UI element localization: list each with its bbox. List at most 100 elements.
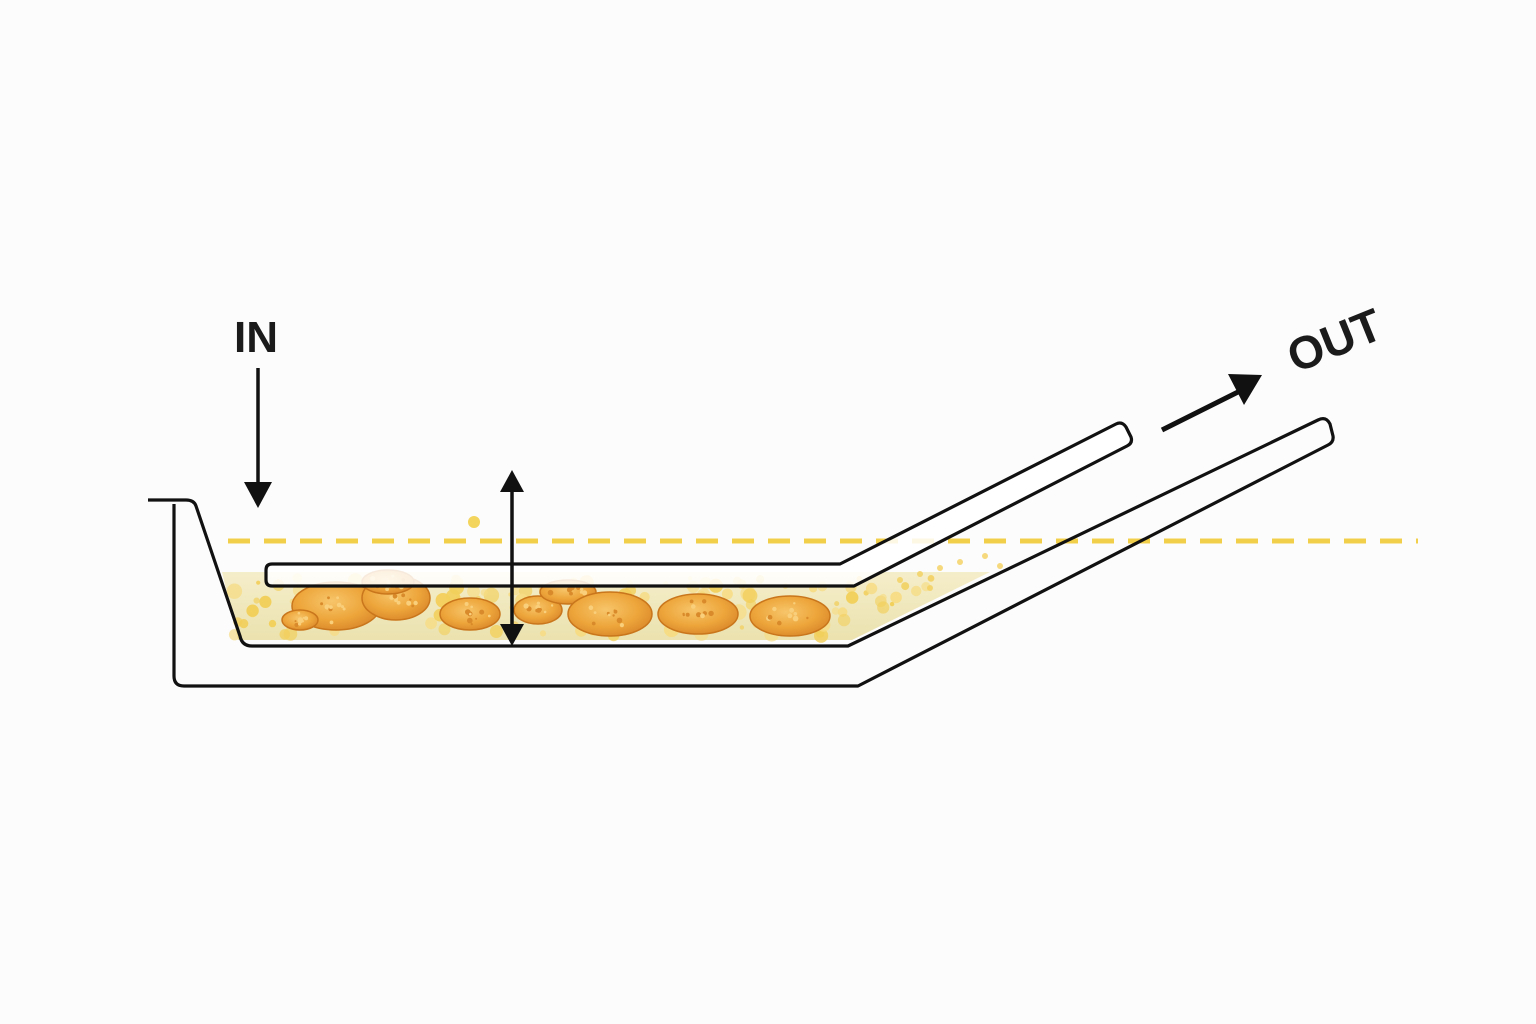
food-crumb (475, 617, 478, 620)
food-crumb (465, 609, 471, 615)
food-crumb (689, 599, 694, 604)
fryer-pan-outline (148, 417, 1335, 688)
food-crumb (470, 605, 474, 609)
food-crumb (394, 598, 398, 603)
food-crumb (685, 612, 690, 617)
food-crumb (702, 599, 707, 604)
oil-bubble (256, 580, 261, 585)
food-crumb (487, 614, 491, 618)
food-crumb (297, 617, 304, 623)
in-label: IN (234, 313, 278, 362)
food-crumb (767, 614, 773, 620)
food-crumb (467, 617, 473, 624)
food-crumb (547, 589, 554, 596)
food-crumb (588, 605, 594, 610)
food-crumb (406, 600, 412, 606)
food-crumb (304, 616, 309, 621)
oil-bubble (997, 563, 1003, 569)
food-crumb (582, 590, 588, 596)
food-crumb (464, 602, 469, 606)
food-crumb (550, 604, 554, 607)
food-crumb (789, 607, 794, 613)
oil-droplet (468, 516, 480, 528)
oil-bubble (927, 585, 933, 591)
food-crumb (479, 609, 485, 615)
oil-bubble (246, 604, 259, 617)
food-crumb (612, 614, 615, 617)
food-crumb (297, 611, 301, 615)
food-crumb (336, 602, 342, 608)
food-crumb (613, 609, 616, 612)
food-crumb (396, 600, 401, 605)
oil-bubble (890, 591, 902, 604)
oil-bubble (268, 619, 277, 628)
depth-arrowhead-top-icon (500, 470, 524, 492)
conveyor-belt (264, 421, 1134, 588)
in-arrowhead-icon (244, 482, 272, 508)
oil-bubble (539, 630, 547, 637)
food-crumb (469, 612, 472, 616)
food-crumb (792, 615, 799, 622)
oil-bubble (911, 585, 922, 597)
oil-bubble (837, 613, 851, 627)
food-crumb (700, 613, 705, 619)
food-crumb (682, 612, 685, 616)
food-crumb (329, 605, 333, 609)
food-crumb (523, 603, 529, 609)
oil-bubble (489, 625, 503, 638)
oil-bubble (834, 601, 840, 607)
food-crumb (327, 596, 330, 600)
oil-bubble (259, 595, 272, 609)
food-crumb (389, 595, 394, 600)
oil-bubble (879, 593, 887, 602)
oil-bubble (846, 591, 859, 604)
food-crumb (470, 623, 473, 626)
oil-bubble (480, 589, 488, 596)
oil-bubble (957, 559, 963, 565)
oil-bubble (877, 601, 890, 614)
oil-bubble (425, 617, 437, 630)
food-crumb (772, 606, 777, 612)
food-crumb (566, 587, 573, 593)
out-arrow-up-right-icon (1160, 389, 1240, 433)
food-crumb (708, 610, 714, 617)
oil-bubble (937, 565, 943, 571)
oil-bubble (226, 583, 243, 599)
oil-bubble (721, 588, 733, 600)
food-crumb (793, 612, 798, 616)
food-crumb (793, 602, 796, 605)
depth-arrowhead-bottom-icon (500, 624, 524, 646)
food-crumb (385, 587, 389, 592)
oil-bubble (831, 607, 840, 615)
food-crumb (329, 620, 334, 625)
food-crumb (294, 622, 299, 628)
food-crumb (342, 607, 346, 611)
food-crumb (413, 600, 418, 606)
oil-bubble (927, 575, 935, 582)
food-crumb (409, 598, 412, 601)
out-arrowhead-icon (1228, 374, 1262, 405)
oil-bubble (467, 585, 480, 598)
food-crumb (777, 620, 782, 626)
food-crumb (294, 620, 297, 623)
food-crumb (336, 596, 339, 600)
oil-bubble (283, 627, 298, 641)
food-crumb (324, 604, 330, 610)
oil-bubble (982, 553, 988, 559)
food-crumb (619, 623, 625, 628)
out-label: OUT (1280, 298, 1390, 383)
oil-bubble (483, 587, 500, 603)
food-crumb (320, 602, 324, 606)
oil-bubble (253, 597, 260, 604)
oil-bubble (438, 623, 451, 636)
food-crumb (806, 616, 809, 620)
food-crumb (392, 594, 398, 599)
food-crumb (411, 604, 415, 608)
oil-bubble (742, 588, 758, 604)
oil-bubble (889, 601, 895, 607)
oil-bubble (897, 577, 903, 583)
oil-bubble (901, 582, 910, 591)
food-crumb (302, 616, 305, 619)
food-crumb (341, 605, 344, 609)
